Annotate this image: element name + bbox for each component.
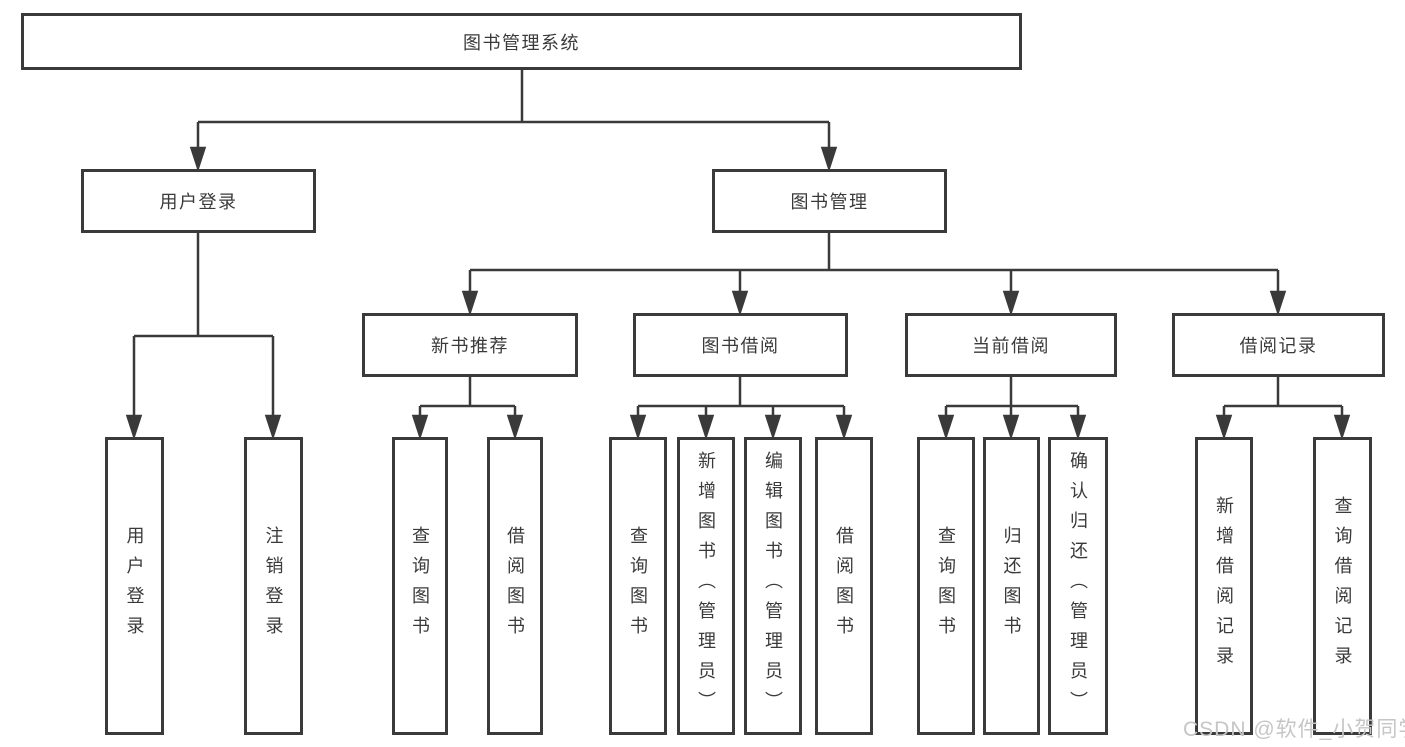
node-label: 编辑图书（管理员）	[763, 451, 783, 721]
node-label: 归还图书	[1001, 526, 1022, 646]
leaf-borrowing-add-books-admin: 新增图书（管理员）	[677, 437, 735, 735]
node-label: 新增图书（管理员）	[696, 451, 716, 721]
node-label: 新增借阅记录	[1214, 496, 1234, 676]
node-label: 查询借阅记录	[1332, 496, 1353, 676]
node-label: 查询图书	[936, 526, 956, 646]
node-label: 查询图书	[410, 526, 430, 646]
node-label: 注销登录	[263, 526, 284, 646]
node-label: 借阅图书	[505, 526, 525, 646]
node-label: 查询图书	[628, 526, 648, 646]
node-library-management-system: 图书管理系统	[21, 13, 1022, 70]
node-label: 借阅记录	[1239, 336, 1318, 356]
node-label: 图书管理系统	[463, 32, 580, 53]
node-label: 图书借阅	[701, 336, 780, 356]
node-book-borrowing: 图书借阅	[633, 313, 848, 377]
node-label: 借阅图书	[834, 526, 854, 646]
node-label: 用户登录	[124, 526, 145, 646]
node-label: 图书管理	[790, 192, 869, 212]
node-label: 新书推荐	[431, 336, 509, 356]
leaf-borrowing-query-books: 查询图书	[609, 437, 667, 735]
node-borrowing-records: 借阅记录	[1172, 313, 1385, 377]
leaf-current-return-books: 归还图书	[983, 437, 1040, 735]
leaf-current-confirm-return-admin: 确认归还（管理员）	[1048, 437, 1108, 735]
node-user-login: 用户登录	[81, 169, 316, 233]
leaf-newbooks-borrow-books: 借阅图书	[487, 437, 543, 735]
leaf-records-add-borrow-record: 新增借阅记录	[1195, 437, 1253, 735]
node-label: 确认归还（管理员）	[1068, 451, 1088, 721]
node-label: 用户登录	[159, 192, 238, 212]
leaf-logout: 注销登录	[244, 437, 303, 735]
node-new-book-recommendation: 新书推荐	[362, 313, 578, 377]
node-current-borrowing: 当前借阅	[905, 313, 1117, 377]
leaf-borrowing-borrow-books: 借阅图书	[815, 437, 873, 735]
leaf-borrowing-edit-books-admin: 编辑图书（管理员）	[744, 437, 802, 735]
node-book-management: 图书管理	[712, 169, 947, 233]
leaf-user-login: 用户登录	[105, 437, 164, 735]
leaf-newbooks-query-books: 查询图书	[392, 437, 448, 735]
csdn-watermark: CSDN @软件_小贺同学	[1183, 718, 1405, 741]
leaf-current-query-books: 查询图书	[917, 437, 975, 735]
leaf-records-query-borrow-record: 查询借阅记录	[1313, 437, 1372, 735]
node-label: 当前借阅	[972, 336, 1050, 356]
